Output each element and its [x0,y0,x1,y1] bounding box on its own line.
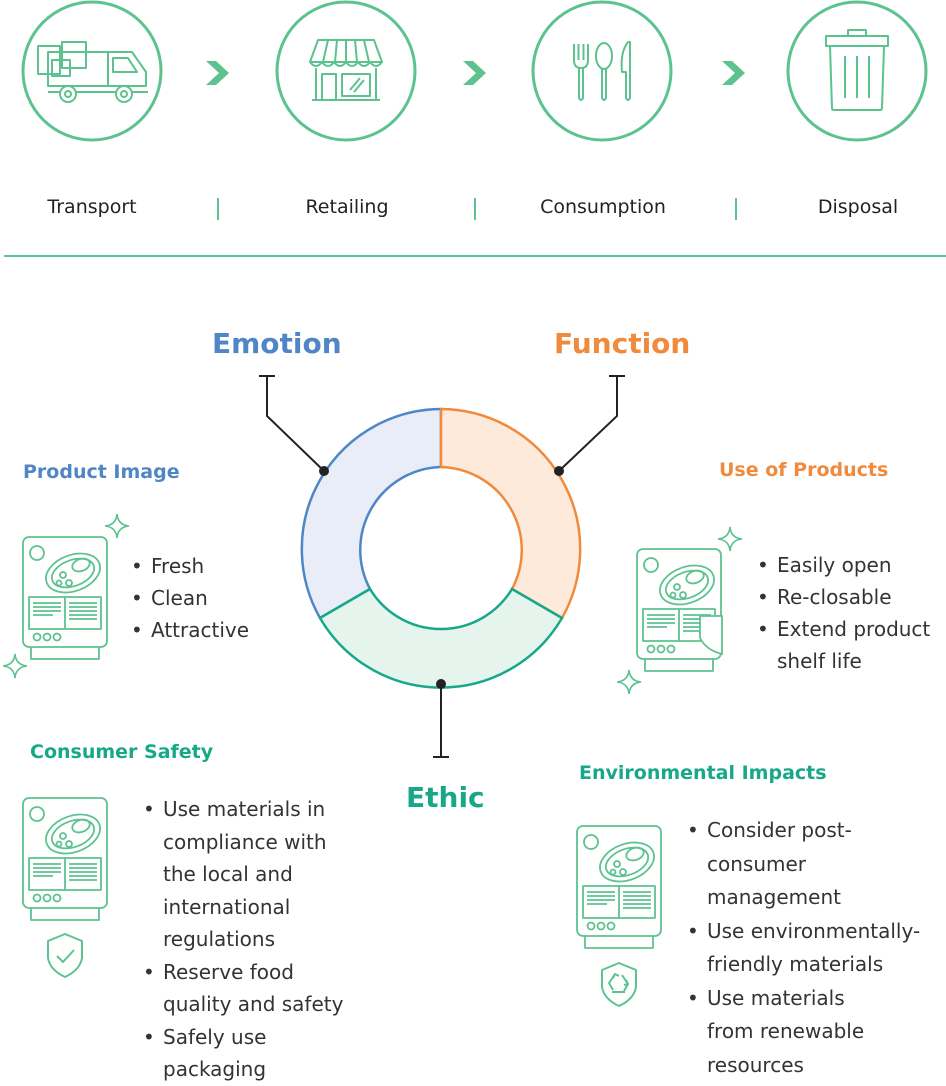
list-item: Extend product [757,613,930,645]
cutlery-icon [573,41,631,101]
product-image-list: Fresh Clean Attractive [131,550,249,646]
list-item: Consider post- [687,814,920,848]
trash-bin-icon [825,29,889,111]
list-item-continued: compliance with [163,829,327,854]
product-image-package-icon [2,513,130,679]
storefront-icon [309,39,383,101]
list-item-continued: the local and [163,862,293,886]
section-divider [4,255,946,257]
stage-label-consumption: Consumption [540,196,666,218]
environmental-impacts-list: Consider post- consumer management Use e… [687,814,920,1082]
list-item-continued: shelf life [777,649,862,673]
list-item-continued: international [163,894,291,919]
stage-divider [217,198,219,220]
list-item-continued: friendly materials [707,952,884,976]
environmental-impacts-title: Environmental Impacts [579,762,827,784]
dimension-function: Function [554,327,691,360]
use-of-products-package-icon [616,526,743,695]
list-item: Clean [131,582,249,614]
recycle-shield-icon [601,962,637,1007]
list-item-continued: resources [707,1052,804,1077]
list-item-continued: consumer [707,851,807,876]
list-item: Use materials in [143,793,343,826]
ethic-segment [318,587,564,689]
dimension-emotion: Emotion [212,327,342,360]
list-item-continued: regulations [163,927,276,951]
list-item: Use materials [687,982,920,1016]
list-item: Fresh [131,550,249,582]
function-segment [439,407,582,620]
stage-label-disposal: Disposal [817,196,899,218]
stage-divider [474,198,476,220]
use-of-products-list: Easily open Re-closable Extend product s… [757,549,930,677]
list-item: Use environmentally- [687,915,920,949]
list-item: Safely use [143,1021,343,1054]
emotion-segment [300,407,443,620]
stage-label-transport: Transport [47,196,137,218]
use-of-products-title: Use of Products [719,459,889,481]
list-item-continued: management [707,885,841,909]
consumer-safety-title: Consumer Safety [30,741,214,763]
list-item: Attractive [131,614,249,646]
dimension-ethic: Ethic [406,781,485,814]
list-item-continued: quality and safety [163,992,344,1016]
list-item: Reserve food [143,956,343,989]
environmental-impacts-package-icon [576,825,662,949]
list-item: Re-closable [757,581,930,613]
shield-check-icon [47,933,83,978]
stage-label-retailing: Retailing [305,196,389,218]
list-item-continued: packaging [163,1057,267,1081]
stage-divider [735,198,737,220]
truck-icon [37,41,148,103]
consumer-safety-package-icon [22,797,108,921]
product-image-title: Product Image [23,461,180,483]
list-item-continued: from renewable [707,1019,865,1043]
list-item: Easily open [757,549,930,581]
lifecycle-stages [21,0,928,142]
consumer-safety-list: Use materials in compliance with the loc… [143,793,343,1086]
